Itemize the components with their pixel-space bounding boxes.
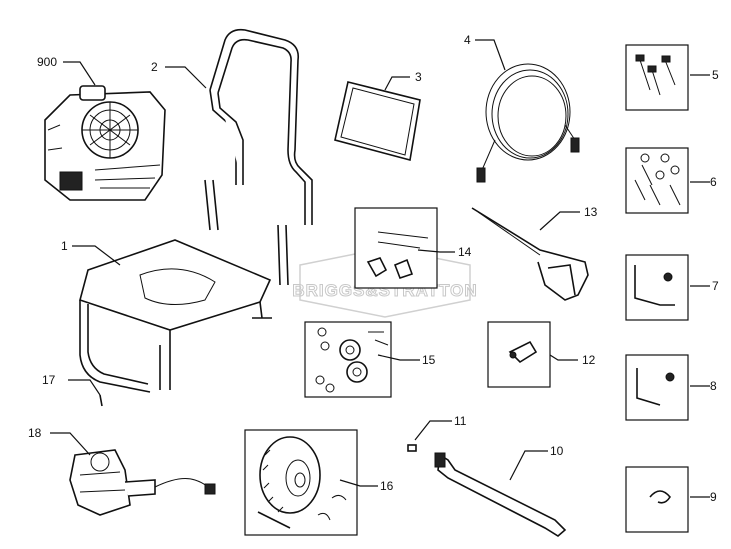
part-box-7[interactable] [625, 254, 689, 321]
leader-lines [50, 39, 710, 498]
callout-13: 13 [584, 205, 598, 219]
callout-18: 18 [28, 426, 42, 440]
callout-6: 6 [710, 175, 717, 189]
callout-7: 7 [712, 279, 719, 293]
callout-10: 10 [550, 444, 564, 458]
part-spray-gun[interactable] [471, 207, 589, 301]
callout-12: 12 [582, 353, 596, 367]
part-box-16[interactable] [244, 429, 358, 536]
callout-900: 900 [37, 55, 57, 69]
part-11[interactable] [407, 444, 417, 452]
part-wand[interactable] [434, 452, 567, 537]
part-engine[interactable] [44, 85, 166, 201]
callout-8: 8 [710, 379, 717, 393]
callout-11: 11 [454, 414, 467, 428]
part-box-15[interactable] [304, 321, 392, 398]
callout-4: 4 [464, 33, 471, 47]
part-box-6[interactable] [625, 147, 689, 214]
part-box-14[interactable] [354, 207, 438, 289]
callout-17: 17 [42, 373, 56, 387]
callout-2: 2 [151, 60, 158, 74]
callout-labels: 900 2 3 4 5 6 7 8 9 1 13 14 15 12 17 18 … [28, 33, 719, 504]
callout-9: 9 [710, 490, 717, 504]
part-box-8[interactable] [625, 354, 689, 421]
part-box-5[interactable] [625, 44, 689, 111]
part-box-9[interactable] [625, 466, 689, 533]
callout-5: 5 [712, 68, 719, 82]
part-pin-17[interactable] [99, 394, 103, 407]
part-panel[interactable] [334, 81, 421, 161]
part-hose[interactable] [476, 63, 580, 183]
callout-1: 1 [61, 239, 68, 253]
callout-16: 16 [380, 479, 394, 493]
callout-15: 15 [422, 353, 436, 367]
callout-3: 3 [415, 70, 422, 84]
part-pump[interactable] [69, 449, 216, 516]
part-box-12[interactable] [487, 321, 551, 388]
part-handle[interactable] [209, 28, 313, 225]
callout-14: 14 [458, 245, 472, 259]
part-frame[interactable] [79, 179, 289, 393]
